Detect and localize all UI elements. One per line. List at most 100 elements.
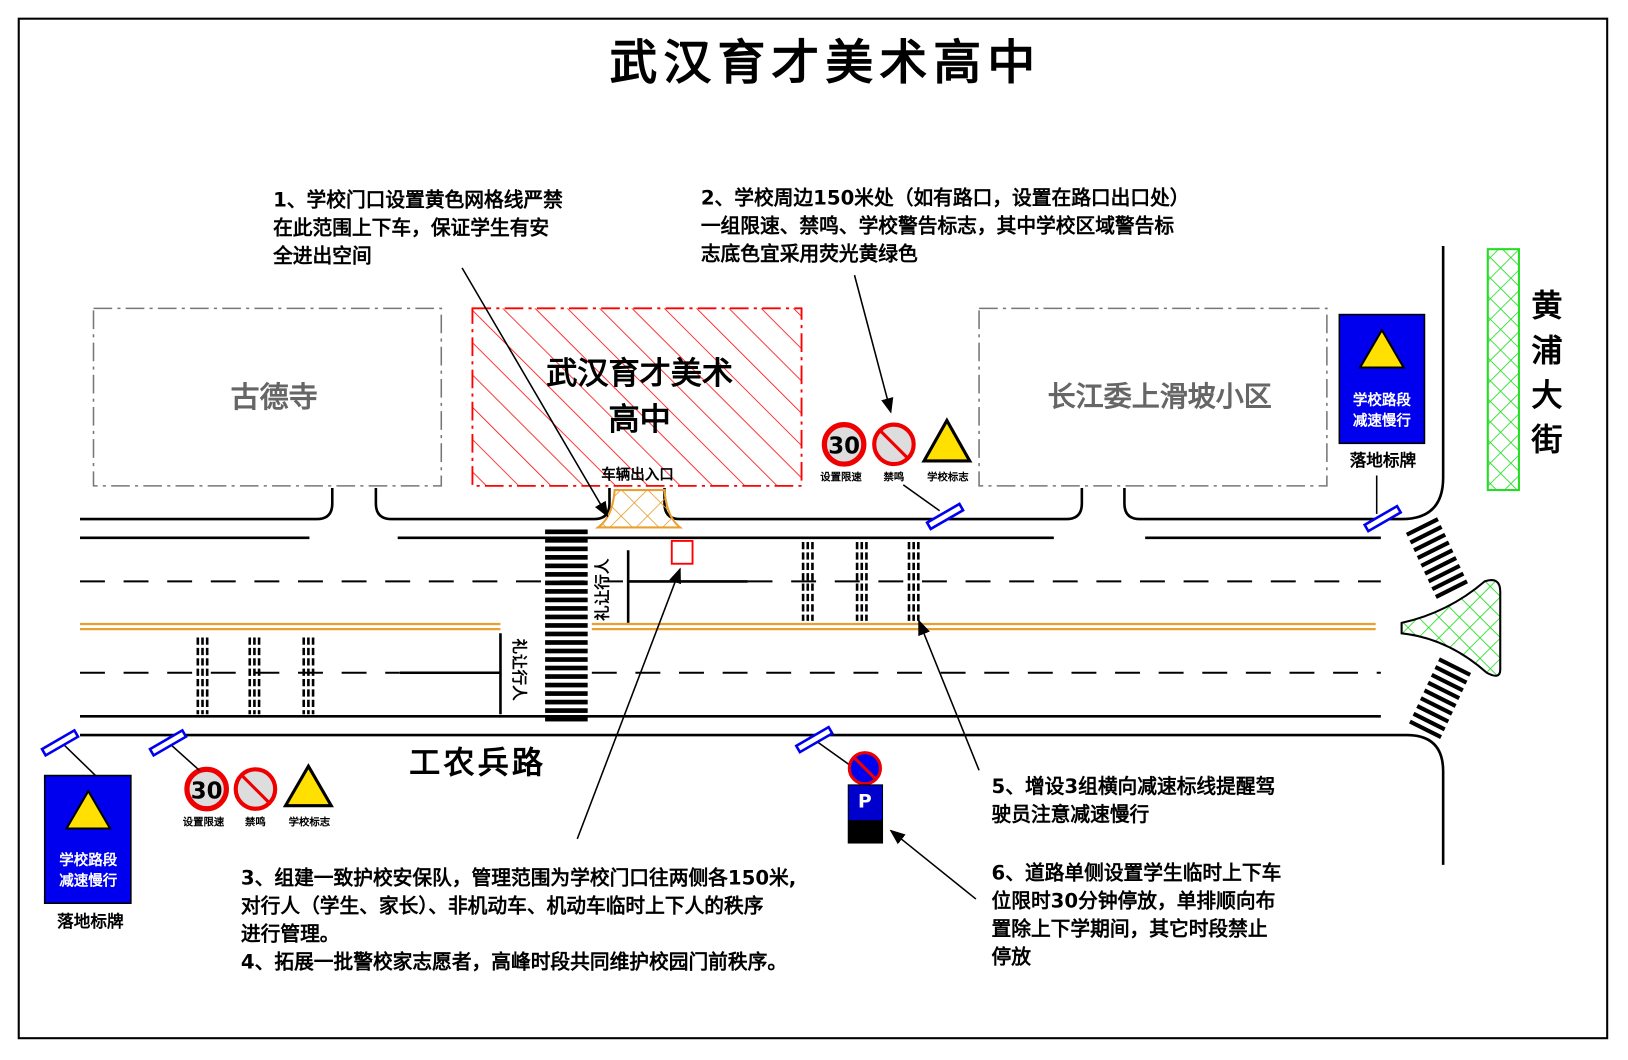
crosswalk-stripe bbox=[545, 529, 588, 535]
no-stopping-grid bbox=[594, 488, 684, 529]
crosswalk-stripe bbox=[545, 597, 588, 603]
svg-text:一组限速、禁鸣、学校警告标志，其中学校区域警告标: 一组限速、禁鸣、学校警告标志，其中学校区域警告标 bbox=[701, 215, 1175, 238]
svg-text:街: 街 bbox=[1530, 423, 1562, 459]
svg-text:大: 大 bbox=[1531, 378, 1562, 414]
svg-text:志底色宜采用荧光黄绿色: 志底色宜采用荧光黄绿色 bbox=[701, 243, 918, 266]
crosswalk-stripe bbox=[1427, 680, 1461, 701]
svg-text:禁鸣: 禁鸣 bbox=[244, 815, 266, 828]
annotation-5: 5、增设3组横向减速标线提醒驾 驶员注意减速慢行 bbox=[992, 775, 1276, 826]
svg-text:浦: 浦 bbox=[1531, 333, 1562, 369]
crosswalk-stripe bbox=[545, 631, 588, 637]
svg-text:驶员注意减速慢行: 驶员注意减速慢行 bbox=[992, 803, 1150, 826]
pickup-zone-marker bbox=[670, 539, 694, 565]
crosswalk-stripe bbox=[1424, 556, 1458, 576]
crosswalk-stripe bbox=[545, 623, 588, 628]
crosswalk-stripe bbox=[545, 563, 588, 569]
crosswalk-stripe bbox=[1409, 525, 1443, 545]
annotation-3-4: 3、组建一致护校安保队，管理范围为学校门口往两侧各150米, 对行人（学生、家长… bbox=[241, 867, 796, 974]
school-warning-icon bbox=[282, 763, 334, 808]
warning-triangle-icon bbox=[1358, 328, 1406, 369]
svg-text:学校路段: 学校路段 bbox=[59, 851, 118, 869]
frame-border bbox=[17, 17, 1609, 1040]
crosswalk-stripe bbox=[1405, 517, 1439, 537]
svg-text:禁鸣: 禁鸣 bbox=[883, 471, 905, 484]
svg-text:在此范围上下车，保证学生有安: 在此范围上下车，保证学生有安 bbox=[273, 217, 549, 240]
svg-text:学校标志: 学校标志 bbox=[927, 471, 969, 484]
crosswalk-stripe bbox=[545, 691, 588, 696]
sign-group-upper: 30 设置限速 禁鸣 学校标志 bbox=[820, 417, 973, 531]
annotation-2: 2、学校周边150米处（如有路口，设置在路口出口处） 一组限速、禁鸣、学校警告标… bbox=[701, 187, 1190, 266]
crosswalk-stripe bbox=[1430, 672, 1464, 693]
annotation-1: 1、学校门口设置黄色网格线严禁 在此范围上下车，保证学生有安 全进出空间 bbox=[272, 189, 563, 268]
svg-text:P: P bbox=[858, 792, 872, 813]
crosswalk-stripe bbox=[1438, 657, 1472, 677]
svg-text:减速慢行: 减速慢行 bbox=[59, 872, 118, 890]
svg-text:位限时30分钟停放，单排顺向布: 位限时30分钟停放，单排顺向布 bbox=[992, 889, 1276, 912]
crosswalk-stripe bbox=[1431, 571, 1465, 592]
crosswalk-stripe bbox=[1419, 696, 1453, 716]
svg-text:减速慢行: 减速慢行 bbox=[1353, 412, 1412, 430]
crosswalk-stripe bbox=[545, 674, 588, 679]
crosswalk-stripe bbox=[545, 606, 588, 611]
speed-bump-markings bbox=[196, 541, 920, 715]
crosswalk-stripe bbox=[545, 537, 588, 543]
road-edges bbox=[79, 246, 1445, 865]
crosswalk-stripe bbox=[545, 580, 588, 586]
crosswalk-stripe bbox=[1413, 532, 1447, 553]
svg-text:学校路段: 学校路段 bbox=[1353, 391, 1412, 409]
crosswalk-stripe bbox=[1434, 579, 1468, 599]
crosswalk-stripe bbox=[545, 716, 588, 722]
svg-text:黄: 黄 bbox=[1531, 289, 1562, 325]
svg-text:2、学校周边150米处（如有路口，设置在路口出口处）: 2、学校周边150米处（如有路口，设置在路口出口处） bbox=[701, 187, 1190, 210]
svg-text:5、增设3组横向减速标线提醒驾: 5、增设3组横向减速标线提醒驾 bbox=[992, 775, 1276, 798]
building-residential: 长江委上滑坡小区 bbox=[978, 307, 1328, 487]
crosswalk-stripe bbox=[545, 555, 588, 560]
svg-text:学校标志: 学校标志 bbox=[289, 815, 331, 828]
svg-text:进行管理。: 进行管理。 bbox=[241, 923, 340, 946]
svg-text:停放: 停放 bbox=[992, 945, 1032, 968]
crosswalk-stripe bbox=[545, 640, 588, 645]
parking-sign: P bbox=[794, 725, 884, 844]
crosswalk-stripe bbox=[545, 546, 588, 552]
green-median bbox=[1486, 248, 1520, 492]
crosswalk-stripe bbox=[1408, 719, 1443, 739]
svg-text:长江委上滑坡小区: 长江委上滑坡小区 bbox=[1048, 380, 1272, 413]
crosswalk-stripe bbox=[545, 699, 588, 705]
crosswalk-stripe bbox=[545, 682, 588, 688]
traffic-island bbox=[1400, 579, 1502, 677]
road-name-huangpu: 黄 浦 大 街 bbox=[1530, 289, 1562, 459]
crosswalk-stripe bbox=[545, 657, 588, 662]
svg-text:落地标牌: 落地标牌 bbox=[57, 911, 124, 931]
svg-text:6、道路单侧设置学生临时上下车: 6、道路单侧设置学生临时上下车 bbox=[992, 861, 1282, 884]
crosswalk-stripe bbox=[1423, 688, 1457, 708]
svg-text:设置限速: 设置限速 bbox=[820, 471, 862, 484]
road-name-gongnongbing: 工农兵路 bbox=[409, 745, 546, 781]
speed-limit-icon bbox=[821, 422, 867, 467]
leader-arrows bbox=[461, 267, 980, 900]
crosswalk-stripe bbox=[545, 708, 588, 713]
annotation-6: 6、道路单侧设置学生临时上下车 位限时30分钟停放，单排顺向布 置除上下学期间，… bbox=[992, 861, 1282, 968]
school-warning-icon bbox=[921, 417, 973, 463]
crosswalk-stripe bbox=[545, 648, 588, 654]
center-double-line bbox=[79, 622, 1376, 631]
svg-text:落地标牌: 落地标牌 bbox=[1350, 450, 1417, 470]
crosswalk-stripe bbox=[1420, 548, 1454, 568]
svg-text:对行人（学生、家长）、非机动车、机动车临时上下人的秩序: 对行人（学生、家长）、非机动车、机动车临时上下人的秩序 bbox=[241, 895, 764, 918]
warning-triangle-icon bbox=[64, 789, 112, 830]
svg-text:置除上下学期间，其它时段禁止: 置除上下学期间，其它时段禁止 bbox=[992, 917, 1268, 940]
crosswalk bbox=[545, 529, 588, 722]
building-gudesi: 古德寺 bbox=[92, 307, 443, 487]
crosswalk-stripe bbox=[1412, 711, 1446, 732]
gate-label: 车辆出入口 bbox=[601, 466, 674, 484]
svg-text:3、组建一致护校安保队，管理范围为学校门口往两侧各150米,: 3、组建一致护校安保队，管理范围为学校门口往两侧各150米, bbox=[241, 867, 796, 890]
page-title: 武汉育才美术高中 bbox=[609, 35, 1041, 91]
crosswalk-stripe bbox=[1416, 704, 1450, 724]
svg-text:全进出空间: 全进出空间 bbox=[272, 245, 372, 268]
building-school: 武汉育才美术 高中 bbox=[471, 307, 803, 487]
yield-pedestrian-label: 礼让行人 bbox=[592, 558, 611, 621]
svg-text:设置限速: 设置限速 bbox=[183, 815, 225, 828]
ground-sign-right: 学校路段 减速慢行 落地标牌 bbox=[1338, 313, 1426, 533]
speed-limit-icon bbox=[184, 766, 229, 812]
crosswalk-stripe bbox=[545, 614, 588, 620]
